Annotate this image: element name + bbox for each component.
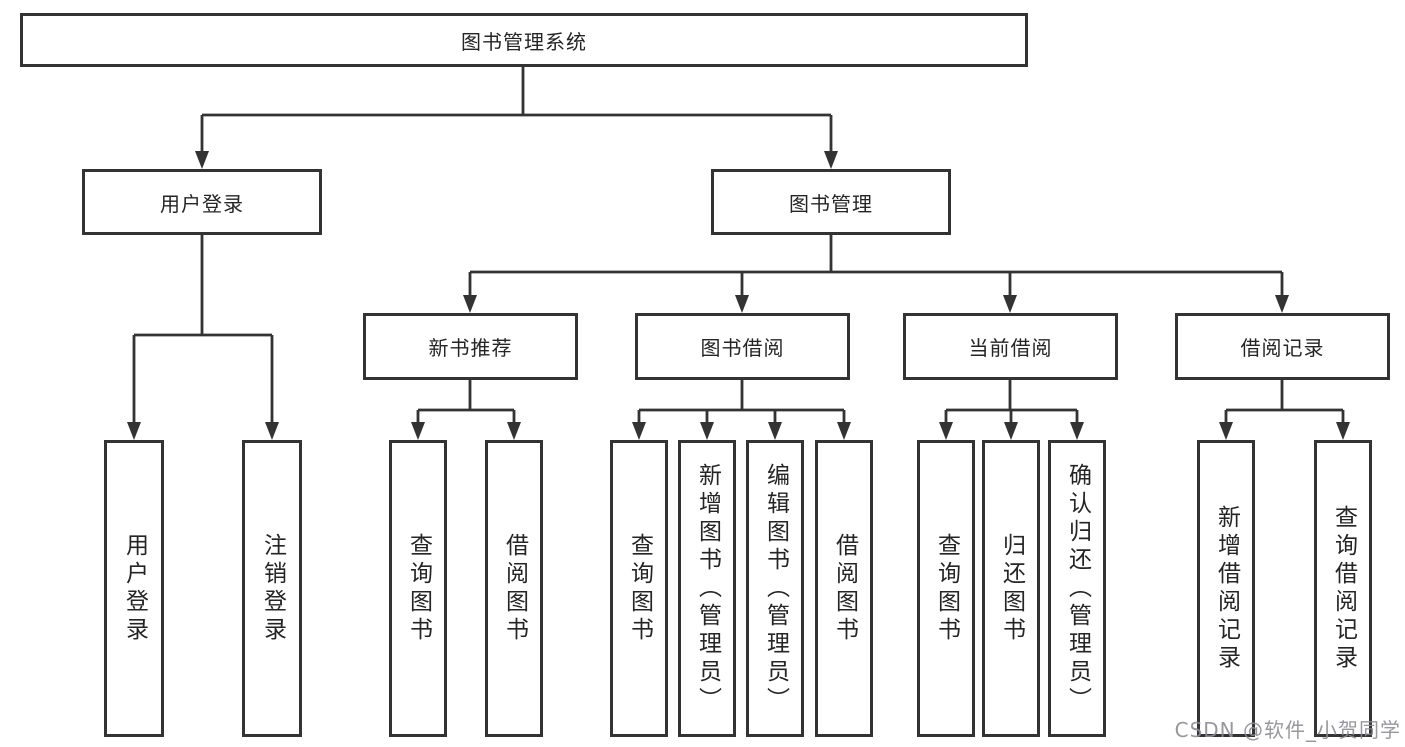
node-label: 查询图书 (626, 532, 653, 645)
node-label: 图书借阅 (700, 336, 785, 360)
node-label: 查询借阅记录 (1330, 504, 1357, 673)
connector-current-borrow-to-children (939, 380, 1084, 440)
leaf-borrow-books-recommend: 借阅图书 (485, 440, 543, 737)
leaf-user-login: 用户登录 (104, 440, 164, 737)
leaf-logout: 注销登录 (242, 440, 302, 737)
node-label: 新书推荐 (428, 336, 513, 360)
node-book-management: 图书管理 (711, 169, 951, 235)
leaf-borrow-books: 借阅图书 (815, 440, 873, 737)
connector-borrow-records-to-children (1219, 380, 1350, 440)
node-current-borrow: 当前借阅 (903, 313, 1118, 380)
leaf-return-books: 归还图书 (982, 440, 1040, 737)
node-label: 当前借阅 (968, 336, 1053, 360)
csdn-watermark: CSDN @软件_小贺同学 (1174, 718, 1401, 742)
node-user-login: 用户登录 (82, 169, 322, 235)
node-label: 用户登录 (121, 532, 148, 645)
node-borrow-records: 借阅记录 (1175, 313, 1390, 380)
node-label: 图书管理系统 (461, 29, 587, 54)
node-label: 注销登录 (259, 532, 286, 645)
leaf-add-books-admin: 新增图书（管理员） (678, 440, 736, 737)
node-label: 查询图书 (405, 532, 432, 645)
node-library-management-system: 图书管理系统 (20, 13, 1028, 67)
leaf-add-borrow-record: 新增借阅记录 (1197, 440, 1255, 737)
node-label: 新增图书（管理员） (694, 462, 721, 715)
leaf-query-books-borrow: 查询图书 (610, 440, 668, 737)
node-label: 新增借阅记录 (1213, 504, 1240, 673)
connector-user-login-to-children (127, 235, 279, 440)
node-label: 查询图书 (933, 532, 960, 645)
connector-book-management-to-level3 (463, 235, 1289, 313)
leaf-query-books-recommend: 查询图书 (389, 440, 447, 737)
node-label: 用户登录 (160, 191, 244, 216)
leaf-query-books-current: 查询图书 (917, 440, 975, 737)
leaf-query-borrow-record: 查询借阅记录 (1314, 440, 1372, 737)
node-new-book-recommend: 新书推荐 (363, 313, 578, 380)
node-label: 归还图书 (998, 532, 1025, 645)
leaf-edit-books-admin: 编辑图书（管理员） (746, 440, 804, 737)
connector-book-borrow-to-children (632, 380, 851, 440)
leaf-confirm-return-admin: 确认归还（管理员） (1048, 440, 1106, 737)
node-label: 借阅图书 (501, 532, 528, 645)
node-label: 图书管理 (789, 191, 873, 216)
connector-root-to-level2 (195, 67, 838, 169)
node-label: 借阅图书 (831, 532, 858, 645)
node-label: 借阅记录 (1240, 336, 1325, 360)
connector-new-book-recommend-to-children (411, 380, 521, 440)
node-label: 编辑图书（管理员） (762, 462, 789, 715)
node-book-borrow: 图书借阅 (635, 313, 850, 380)
node-label: 确认归还（管理员） (1064, 462, 1091, 715)
